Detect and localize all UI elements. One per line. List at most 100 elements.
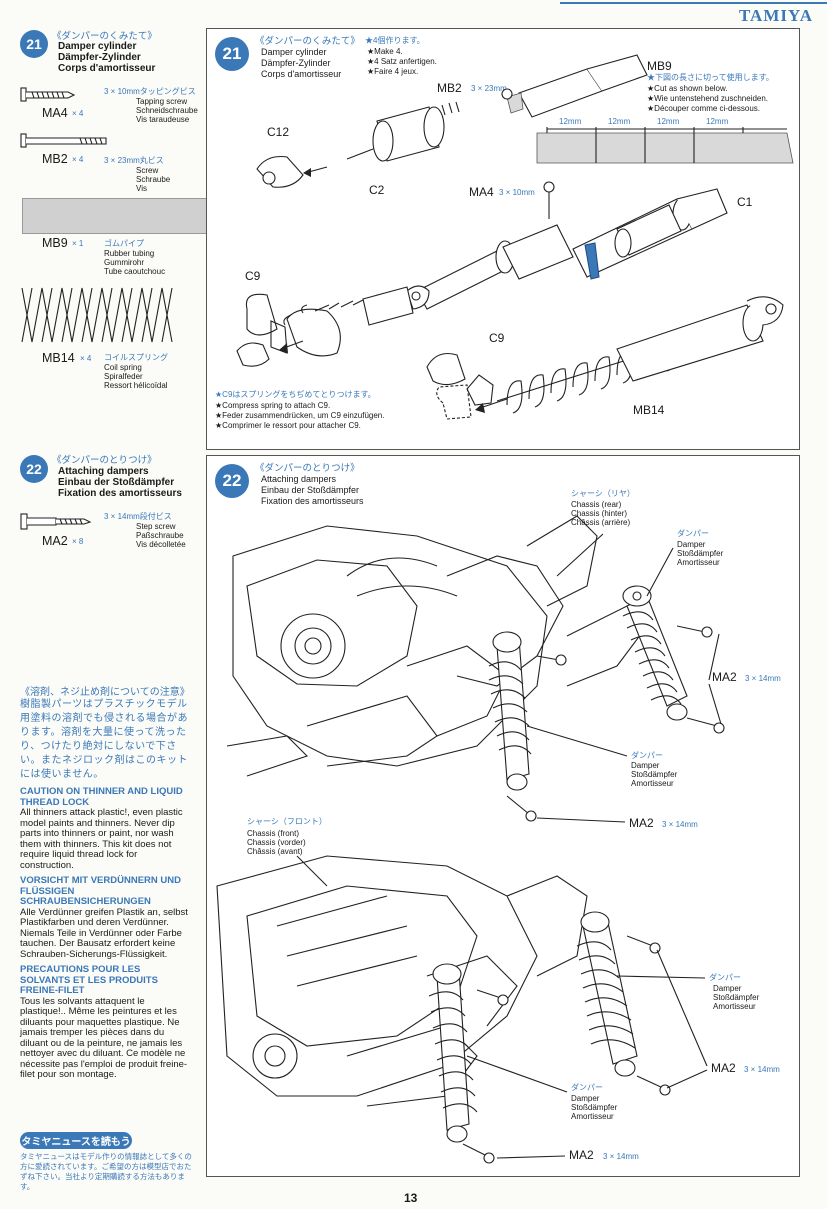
part-mb9-fr: Tube caoutchouc [104,267,166,276]
damper-label-3-jp: ダンパー [709,973,741,982]
damper-label-2-jp: ダンパー [631,751,663,760]
damper-label-1-de: Stoßdämpfer [677,549,724,558]
panel-21-title-en: Damper cylinder [261,47,327,57]
step-21-title-fr: Corps d'amortisseur [58,63,156,74]
label-c2: C2 [369,183,385,197]
damper-label-2-de: Stoßdämpfer [631,770,678,779]
panel-21-make-de: ★4 Satz anfertigen. [367,57,437,66]
brand-logo: TAMIYA [738,6,813,25]
caution-en-title: CAUTION ON THINNER AND LIQUID THREAD LOC… [20,786,183,808]
mb9-note-de: ★Wie untenstehend zuschneiden. [647,94,769,103]
label-mb14: MB14 [633,403,665,417]
panel-21-make-jp: ★4個作ります。 [365,36,425,45]
part-ma4-code: MA4 [42,106,68,120]
step-22-title-fr: Fixation des amortisseurs [58,488,182,499]
chassis-damper-illustration [216,515,725,1164]
damper-label-2-en: Damper [631,761,660,770]
caution-en-body: All thinners attack plastic!, even plast… [20,807,183,871]
label-mb9: MB9 [647,59,672,73]
panel-21-title-jp: 《ダンパーのくみたて》 [255,36,360,47]
damper-label-1-en: Damper [677,540,706,549]
caution-de-title: VORSICHT MIT VERDÜNNERN UND FLÜSSIGEN SC… [20,875,181,907]
chassis-front-fr: Châssis (avant) [247,847,303,856]
step-22-title-en: Attaching dampers [58,466,149,477]
caution-jp-body: 樹脂製パーツはプラスチックモデル用塗料の溶剤でも侵される場合があります。溶剤を大… [20,699,188,780]
part-mb2-en: Screw [136,166,159,175]
damper-label-3-de: Stoßdämpfer [713,993,760,1002]
step-22-title-jp: 《ダンパーのとりつけ》 [52,455,157,466]
tapping-screw-icon [20,87,75,102]
chassis-rear-de: Chassis (hinter) [571,509,628,518]
tamiya-news-banner: タミヤニュースを読もう [20,1132,132,1149]
part-mb14-fr: Ressort hélicoïdal [104,381,168,390]
damper-label-4-jp: ダンパー [571,1083,603,1092]
part-mb2-qty: × 4 [72,155,84,164]
part-mb14-qty: × 4 [80,354,92,363]
part-mb9-de: Gummirohr [104,258,145,267]
label-c9-a: C9 [245,269,261,283]
chassis-front-de: Chassis (vorder) [247,838,306,847]
part-mb14-jp: コイルスプリング [104,353,168,362]
header-rule [560,2,827,4]
label-mb2-size: 3 × 23mm [471,84,507,93]
part-mb9-jp: ゴムパイプ [104,239,144,248]
mb9-note-jp: ★下図の長さに切って使用します。 [647,73,774,82]
chassis-front-en: Chassis (front) [247,829,300,838]
part-ma4-jp: 3 × 10mmタッピングビス [104,87,196,96]
spring-note-fr: ★Comprimer le ressort pour attacher C9. [215,421,361,430]
panel-21-make-en: ★Make 4. [367,47,403,56]
part-ma4-qty: × 4 [72,109,84,118]
cut-length-4: 12mm [706,117,729,126]
spring-note-de: ★Feder zusammendrücken, um C9 einzufügen… [215,411,385,420]
caution-fr-body: Tous les solvants attaquent le plastique… [20,995,188,1080]
step-21-title-jp: 《ダンパーのくみたて》 [52,31,157,42]
part-mb2-code: MB2 [42,152,68,166]
part-mb2-fr: Vis [136,184,147,193]
ma2-size-4: 3 × 14mm [603,1152,639,1161]
step-21-title-de: Dämpfer-Zylinder [58,52,141,63]
step-screw-icon [20,513,92,530]
ma2-label-3: MA2 [711,1061,736,1075]
part-mb9-code: MB9 [42,236,68,250]
coil-spring-icon [21,287,173,343]
mb9-note-fr: ★Découper comme ci-dessous. [647,104,760,113]
step-22-panel: 22 《ダンパーのとりつけ》 Attaching dampers Einbau … [206,455,800,1177]
cut-length-2: 12mm [608,117,631,126]
part-mb2-jp: 3 × 23mm丸ビス [104,156,164,165]
ma2-label-1: MA2 [712,670,737,684]
label-mb2: MB2 [437,81,462,95]
panel-22-title-en: Attaching dampers [261,474,337,484]
damper-label-4-de: Stoßdämpfer [571,1103,618,1112]
part-ma2-code: MA2 [42,534,68,548]
cut-length-3: 12mm [657,117,680,126]
ma2-size-2: 3 × 14mm [662,820,698,829]
caution-jp-title: 《溶剤、ネジ止め剤についての注意》 [20,687,190,698]
chassis-rear-en: Chassis (rear) [571,500,622,509]
ma2-size-3: 3 × 14mm [744,1065,780,1074]
damper-label-3-en: Damper [713,984,742,993]
chassis-front-jp: シャーシ（フロント） [247,817,327,826]
panel-21-title-de: Dämpfer-Zylinder [261,58,331,68]
damper-label-1-jp: ダンパー [677,529,709,538]
part-mb14-code: MB14 [42,351,75,365]
damper-label-4-fr: Amortisseur [571,1112,614,1121]
part-ma4-de: Schneidschraube [136,106,198,115]
damper-label-3-fr: Amortisseur [713,1002,756,1011]
panel-21-make-fr: ★Faire 4 jeux. [367,67,419,76]
label-c12: C12 [267,125,290,139]
part-mb9-qty: × 1 [72,239,84,248]
part-ma2-fr: Vis décolletée [136,540,186,549]
label-c9-b: C9 [489,331,505,345]
panel-22-title-de: Einbau der Stoßdämpfer [261,485,360,495]
part-ma2-jp: 3 × 14mm段付ビス [104,512,172,521]
panel-22-number: 22 [215,464,249,498]
part-mb9-en: Rubber tubing [104,249,155,258]
step-22-number: 22 [20,455,48,483]
ma2-size-1: 3 × 14mm [745,674,781,683]
spring-note-en: ★Compress spring to attach C9. [215,401,331,410]
ma2-label-4: MA2 [569,1148,594,1162]
spring-note-jp: ★C9はスプリングをちぢめてとりつけます。 [215,390,376,399]
part-mb14-de: Spiralfeder [104,372,143,381]
step-21-number: 21 [20,30,48,58]
caution-de-body: Alle Verdünner greifen Plastik an, selbs… [20,906,188,960]
